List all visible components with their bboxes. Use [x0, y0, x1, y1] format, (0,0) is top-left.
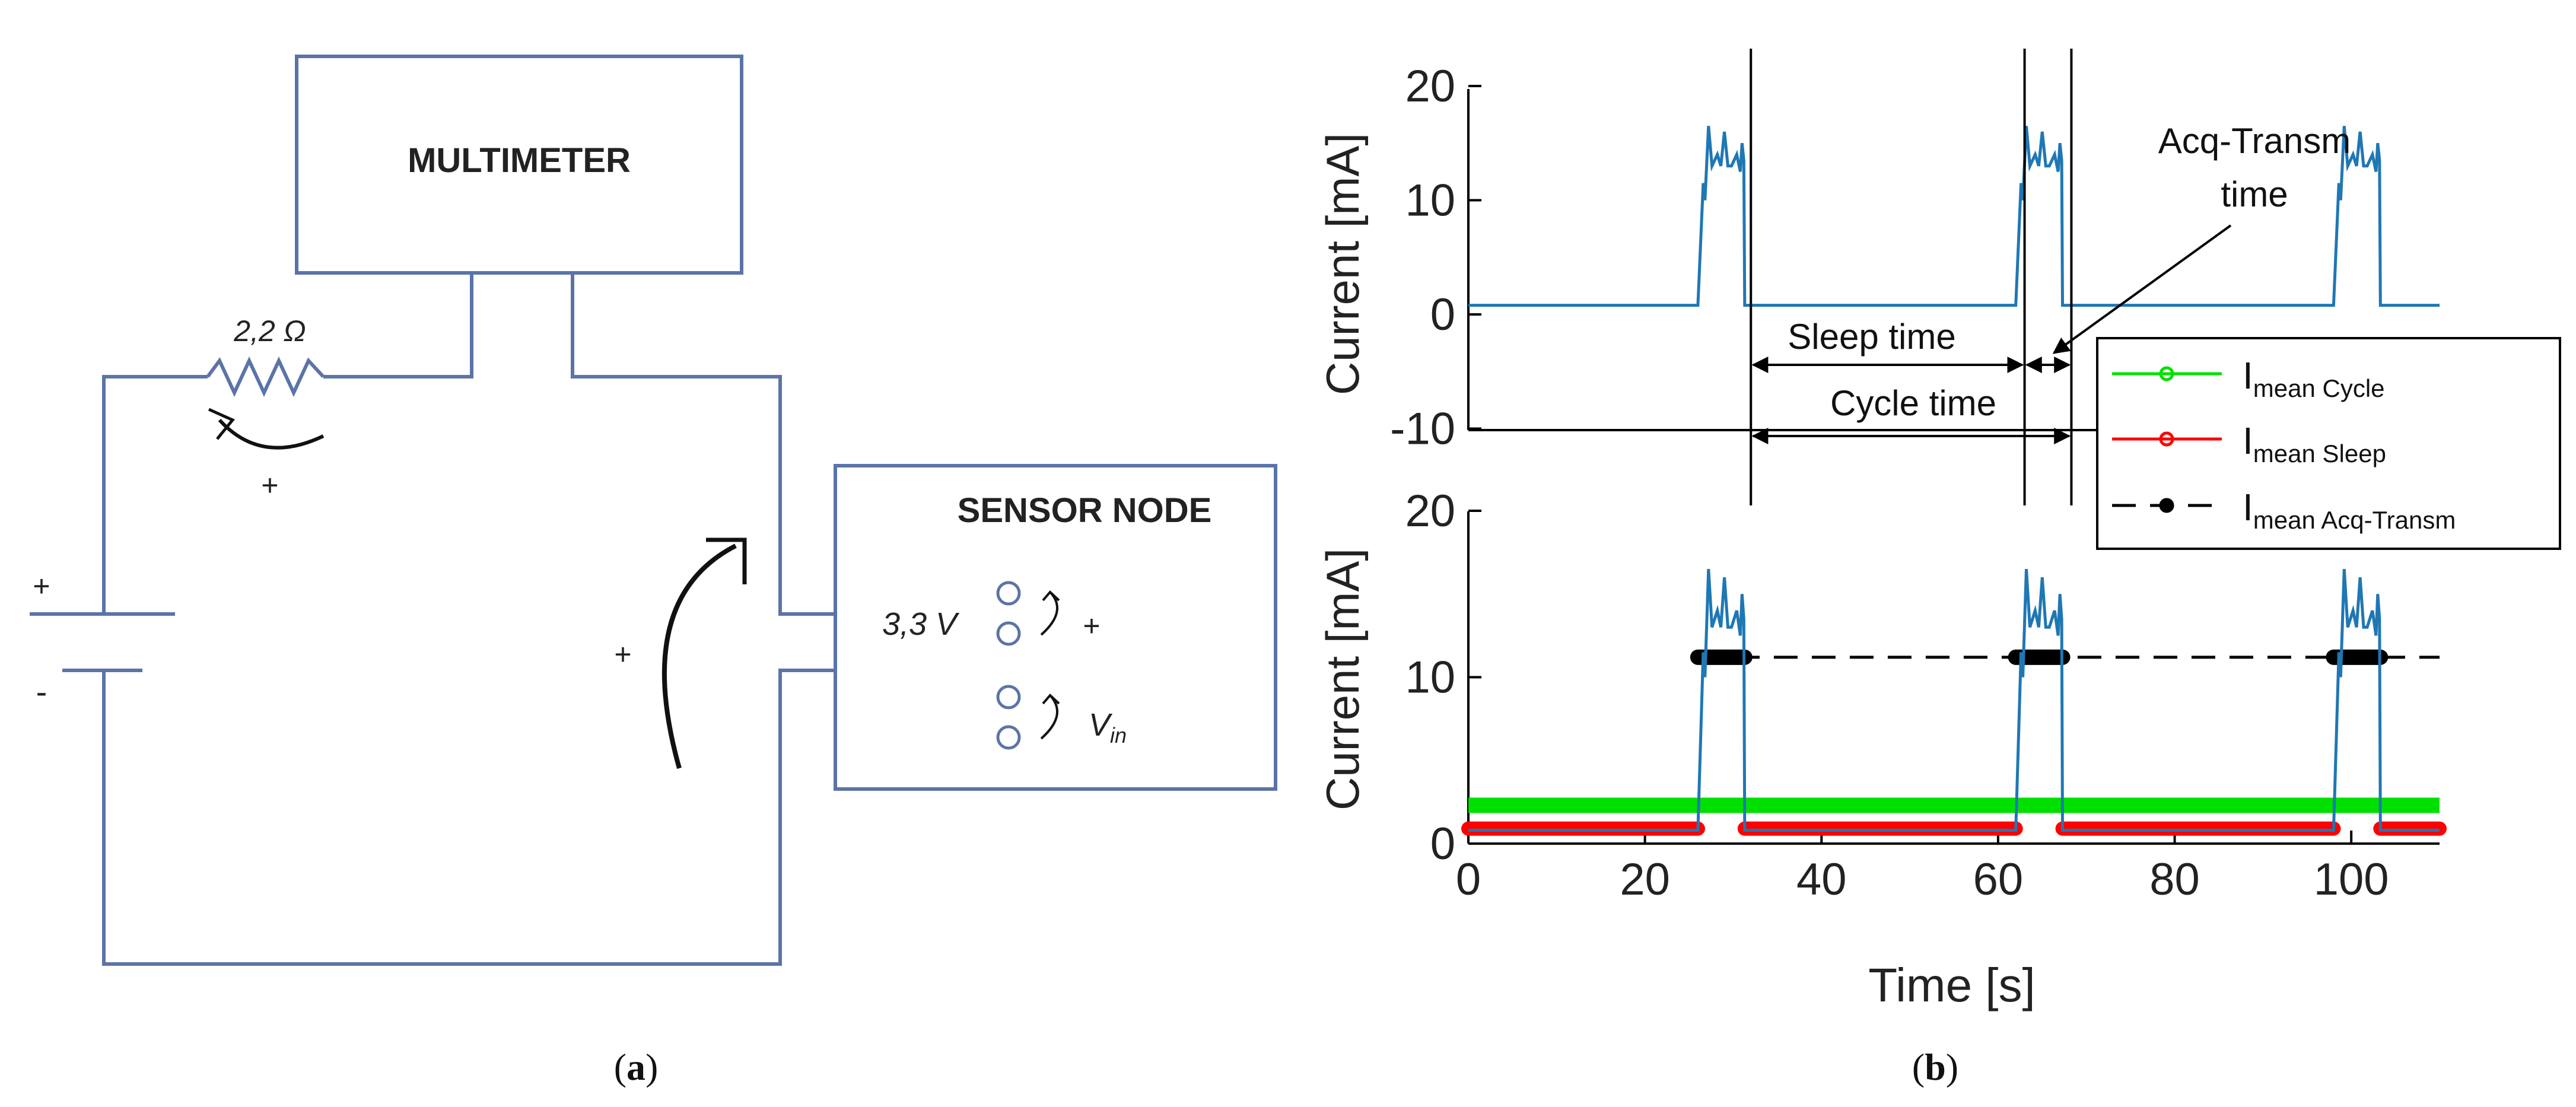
battery-plus: + [33, 570, 50, 603]
bottom-x-ticks: 0 20 40 60 80 100 [1456, 831, 2389, 905]
legend-marker-acq [2159, 498, 2174, 513]
legend-entry-mean-sleep: Imean Sleep [2112, 419, 2386, 467]
bottom-x-tick-label: 40 [1796, 854, 1847, 905]
top-y-tick-label: 20 [1405, 61, 1455, 112]
legend-label-sleep: Imean Sleep [2243, 419, 2386, 467]
bottom-current-signal [1468, 569, 2440, 832]
resistor-arrow-curve [218, 418, 325, 450]
sleep-time-label: Sleep time [1788, 317, 1955, 357]
wire-left-top [102, 375, 208, 614]
sensor-node-box [834, 464, 1277, 791]
bottom-axes: 0 10 20 0 20 40 60 80 100 Current [mA] Time [s] [1316, 486, 2447, 1011]
acq-transm-pointer [2052, 224, 2232, 354]
resistor-arrow-head [208, 408, 235, 440]
multimeter-label: MULTIMETER [408, 141, 631, 180]
battery-minus: - [36, 673, 47, 710]
circuit-diagram [30, 55, 1277, 966]
wire-right-top [571, 273, 835, 616]
legend-marker-cycle [2159, 366, 2174, 381]
sensor-node-label: SENSOR NODE [958, 491, 1212, 530]
legend-label-acq: Imean Acq-Transm [2243, 486, 2456, 534]
top-y-axis-label: Current [mA] [1316, 133, 1369, 395]
voltage-arrow-curve [662, 543, 737, 769]
bottom-x-tick-label: 20 [1620, 854, 1670, 905]
top-y-ticks: -10 0 10 20 [1390, 61, 1481, 454]
circuit-arrows [208, 408, 1060, 769]
bottom-x-axis-label: Time [s] [1868, 959, 2035, 1011]
top-current-signal [1468, 126, 2440, 307]
terminal-polarity: + [1083, 609, 1100, 642]
supply-voltage: 3,3 V [882, 606, 960, 642]
terminal-2 [996, 621, 1021, 646]
caption-a: (a) [614, 1046, 659, 1088]
bottom-y-tick-label: 10 [1405, 653, 1455, 703]
terminal-3 [996, 685, 1021, 710]
resistor [206, 356, 325, 397]
legend-entry-mean-cycle: Imean Cycle [2112, 354, 2385, 402]
timing-annotations: Sleep time Cycle time Acq-Transm time [1751, 121, 2351, 444]
resistor-value: 2,2 Ω [233, 314, 306, 348]
vin-label: Vin [1089, 707, 1127, 747]
caption-b: (b) [1912, 1046, 1958, 1088]
wire-left-loop [323, 273, 473, 378]
terminal-4 [996, 725, 1021, 750]
terminal-arc-bottom-head [1042, 694, 1060, 705]
bottom-x-tick-label: 100 [2314, 854, 2389, 905]
arrow-polarity: + [614, 638, 631, 671]
acq-transm-label-line2: time [2221, 174, 2288, 214]
bottom-y-tick-label: 20 [1405, 486, 1455, 536]
terminal-1 [996, 581, 1021, 606]
resistor-polarity: + [261, 469, 278, 502]
legend-marker-sleep [2159, 431, 2174, 447]
top-axes: -10 0 10 20 Current [mA] [1316, 61, 2440, 454]
legend-entry-mean-acq-transm: Imean Acq-Transm [2112, 486, 2456, 534]
top-y-tick-label: -10 [1390, 404, 1455, 454]
bottom-y-tick-label: 0 [1430, 819, 1455, 869]
terminal-arc-top-head [1042, 590, 1060, 602]
bottom-x-tick-label: 60 [1973, 854, 2024, 905]
current-plots: -10 0 10 20 Current [mA] 0 10 20 0 20 40 60 80 100… [1316, 49, 2561, 1011]
cycle-time-label: Cycle time [1830, 383, 1996, 423]
voltage-arrow-head [706, 537, 747, 584]
bottom-x-tick-label: 0 [1456, 854, 1481, 905]
multimeter-box [295, 55, 743, 275]
bottom-y-axis-label: Current [mA] [1316, 548, 1369, 810]
acq-transm-label-line1: Acq-Transm [2158, 121, 2351, 161]
top-y-tick-label: 10 [1405, 176, 1455, 226]
bottom-y-ticks: 0 10 20 [1405, 486, 1481, 869]
bottom-x-tick-label: 80 [2149, 854, 2200, 905]
top-y-tick-label: 0 [1430, 290, 1455, 340]
legend: Imean Cycle Imean Sleep Imean Acq-Transm [2096, 337, 2561, 550]
wire-left-bottom [102, 669, 835, 966]
circuit-labels: MULTIMETER SENSOR NODE 2,2 Ω + + - + 3,3… [33, 141, 1211, 747]
legend-label-cycle: Imean Cycle [2243, 354, 2385, 402]
